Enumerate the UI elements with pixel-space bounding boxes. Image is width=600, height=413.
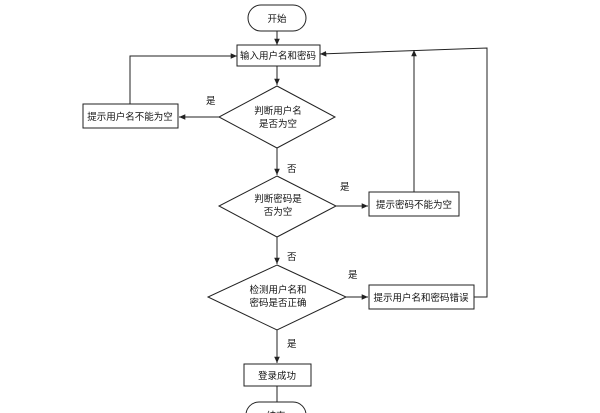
edge-prompt-user-back-to-input	[129, 53, 237, 104]
edge-label-wrong-yes: 是	[348, 270, 358, 281]
prompt-pwd-empty-node: 提示密码不能为空	[368, 191, 460, 217]
check-pwd-empty-line1: 判断密码是	[254, 193, 302, 205]
check-pwd-empty-node: 判断密码是 否为空	[217, 175, 338, 238]
prompt-user-empty-label: 提示用户名不能为空	[87, 111, 173, 123]
check-correct-line1: 检测用户名和	[249, 284, 306, 296]
edge-label-pwd-empty-yes: 是	[340, 182, 350, 193]
end-node-label: 结束	[266, 410, 286, 413]
edge-label-correct-yes: 是	[287, 339, 297, 350]
success-node-label: 登录成功	[258, 370, 296, 382]
prompt-user-empty-node: 提示用户名不能为空	[82, 103, 179, 129]
start-node: 开始	[247, 4, 307, 32]
input-node-label: 输入用户名和密码	[240, 50, 316, 62]
edge-label-pwd-empty-no: 否	[287, 252, 297, 263]
prompt-wrong-node: 提示用户名和密码错误	[368, 284, 475, 310]
prompt-pwd-empty-label: 提示密码不能为空	[376, 199, 452, 211]
start-node-label: 开始	[267, 13, 287, 25]
check-correct-node: 检测用户名和 密码是否正确	[206, 264, 348, 331]
check-pwd-empty-line2: 否为空	[264, 206, 293, 218]
check-user-empty-line2: 是否为空	[259, 118, 297, 130]
success-node: 登录成功	[243, 363, 312, 387]
end-node: 结束	[245, 401, 307, 413]
prompt-wrong-label: 提示用户名和密码错误	[373, 292, 469, 304]
check-user-empty-line1: 判断用户名	[254, 105, 302, 117]
edge-label-user-empty-no: 否	[287, 164, 297, 175]
input-node: 输入用户名和密码	[236, 44, 321, 67]
edge-prompt-wrong-back-to-input	[319, 47, 488, 298]
edge-label-user-empty-yes: 是	[206, 96, 216, 107]
check-user-empty-node: 判断用户名 是否为空	[217, 85, 337, 149]
check-correct-line2: 密码是否正确	[249, 297, 306, 309]
